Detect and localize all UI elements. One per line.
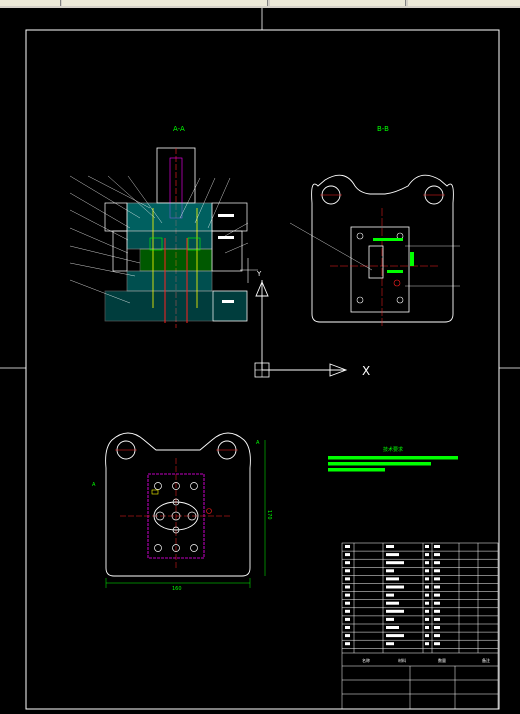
bom-cell-mark	[386, 553, 399, 557]
bom-cell-mark	[345, 634, 350, 638]
bom-cell-mark	[345, 553, 350, 557]
bom-cell-mark	[425, 634, 429, 638]
bom-cell-mark	[425, 561, 429, 565]
bom-cell-mark	[434, 585, 440, 589]
bom-cell-mark	[345, 609, 350, 613]
bom-cell-mark	[434, 553, 440, 557]
bom-cell-mark	[345, 561, 350, 565]
bom-cell-mark	[434, 545, 440, 548]
toolbar-tab[interactable]	[62, 0, 268, 6]
bom-cell-mark	[345, 545, 350, 548]
bom-cell-mark	[434, 617, 440, 621]
bom-cell-mark	[386, 593, 394, 597]
x-axis-label: X	[362, 364, 370, 378]
bom-cell-mark	[425, 545, 429, 548]
bom-cell-mark	[425, 601, 429, 605]
notes-heading: 技术要求	[383, 446, 403, 453]
plan-view: 160 170 A A	[92, 432, 272, 592]
bom-cell-mark	[425, 626, 429, 629]
view-mark-left: A	[92, 482, 96, 488]
section-a-view	[69, 147, 258, 328]
bom-cell-mark	[425, 642, 429, 646]
title-block-labels: 名称 材料 数量 备注	[362, 657, 490, 663]
toolbar-tab[interactable]	[270, 0, 406, 6]
section-b-view	[289, 174, 460, 326]
bom-cell-mark	[345, 626, 350, 629]
height-dimension: 170	[266, 510, 272, 520]
bom-cell-mark	[425, 585, 429, 589]
bom-cell-mark	[345, 617, 350, 621]
bom-cell-mark	[434, 577, 440, 581]
bom-cell-mark	[434, 634, 440, 638]
bom-cell-mark	[386, 577, 399, 581]
cad-drawing-canvas[interactable]: A-A B-B	[0, 8, 520, 714]
bom-cell-mark	[386, 601, 399, 605]
view-mark-right: A	[256, 440, 260, 446]
bom-cell-mark	[434, 593, 440, 597]
technical-notes: 技术要求	[328, 446, 458, 472]
toolbar-tab[interactable]	[408, 0, 520, 6]
section-a-title: A-A	[173, 125, 185, 133]
bom-cell-mark	[345, 593, 350, 597]
bom-cell-mark	[345, 601, 350, 605]
width-dimension: 160	[172, 586, 182, 592]
bom-cell-mark	[386, 617, 394, 621]
title-block	[341, 542, 499, 710]
title-cell: 名称	[362, 657, 370, 663]
bom-cell-mark	[434, 609, 440, 613]
bom-cell-mark	[434, 601, 440, 605]
bom-cell-mark	[386, 561, 404, 565]
bom-cell-mark	[386, 585, 404, 589]
bom-text-marks	[345, 545, 440, 646]
bom-cell-mark	[345, 642, 350, 646]
bom-cell-mark	[386, 634, 404, 638]
bom-cell-mark	[386, 609, 404, 613]
bom-cell-mark	[425, 617, 429, 621]
title-cell: 材料	[398, 657, 406, 663]
bom-cell-mark	[386, 545, 394, 548]
part-number-labels	[218, 214, 234, 303]
top-toolbar-strip	[0, 0, 520, 8]
bom-cell-mark	[425, 593, 429, 597]
title-cell: 数量	[438, 657, 446, 663]
y-axis-label: Y	[256, 270, 262, 278]
bom-cell-mark	[434, 642, 440, 646]
bom-cell-mark	[386, 642, 394, 646]
title-cell: 备注	[482, 657, 490, 663]
bom-cell-mark	[386, 569, 394, 573]
bom-cell-mark	[345, 585, 350, 589]
ucs-icon: Y X	[254, 270, 370, 378]
bom-cell-mark	[425, 553, 429, 557]
bom-cell-mark	[345, 569, 350, 573]
bom-cell-mark	[434, 626, 440, 629]
bom-cell-mark	[425, 569, 429, 573]
bom-cell-mark	[425, 577, 429, 581]
drawing-frame	[25, 29, 500, 710]
bom-cell-mark	[434, 569, 440, 573]
toolbar-tab[interactable]	[0, 0, 61, 6]
bom-cell-mark	[425, 609, 429, 613]
section-b-title: B-B	[377, 125, 389, 133]
bom-cell-mark	[434, 561, 440, 565]
bom-cell-mark	[345, 577, 350, 581]
bom-cell-mark	[386, 626, 399, 629]
